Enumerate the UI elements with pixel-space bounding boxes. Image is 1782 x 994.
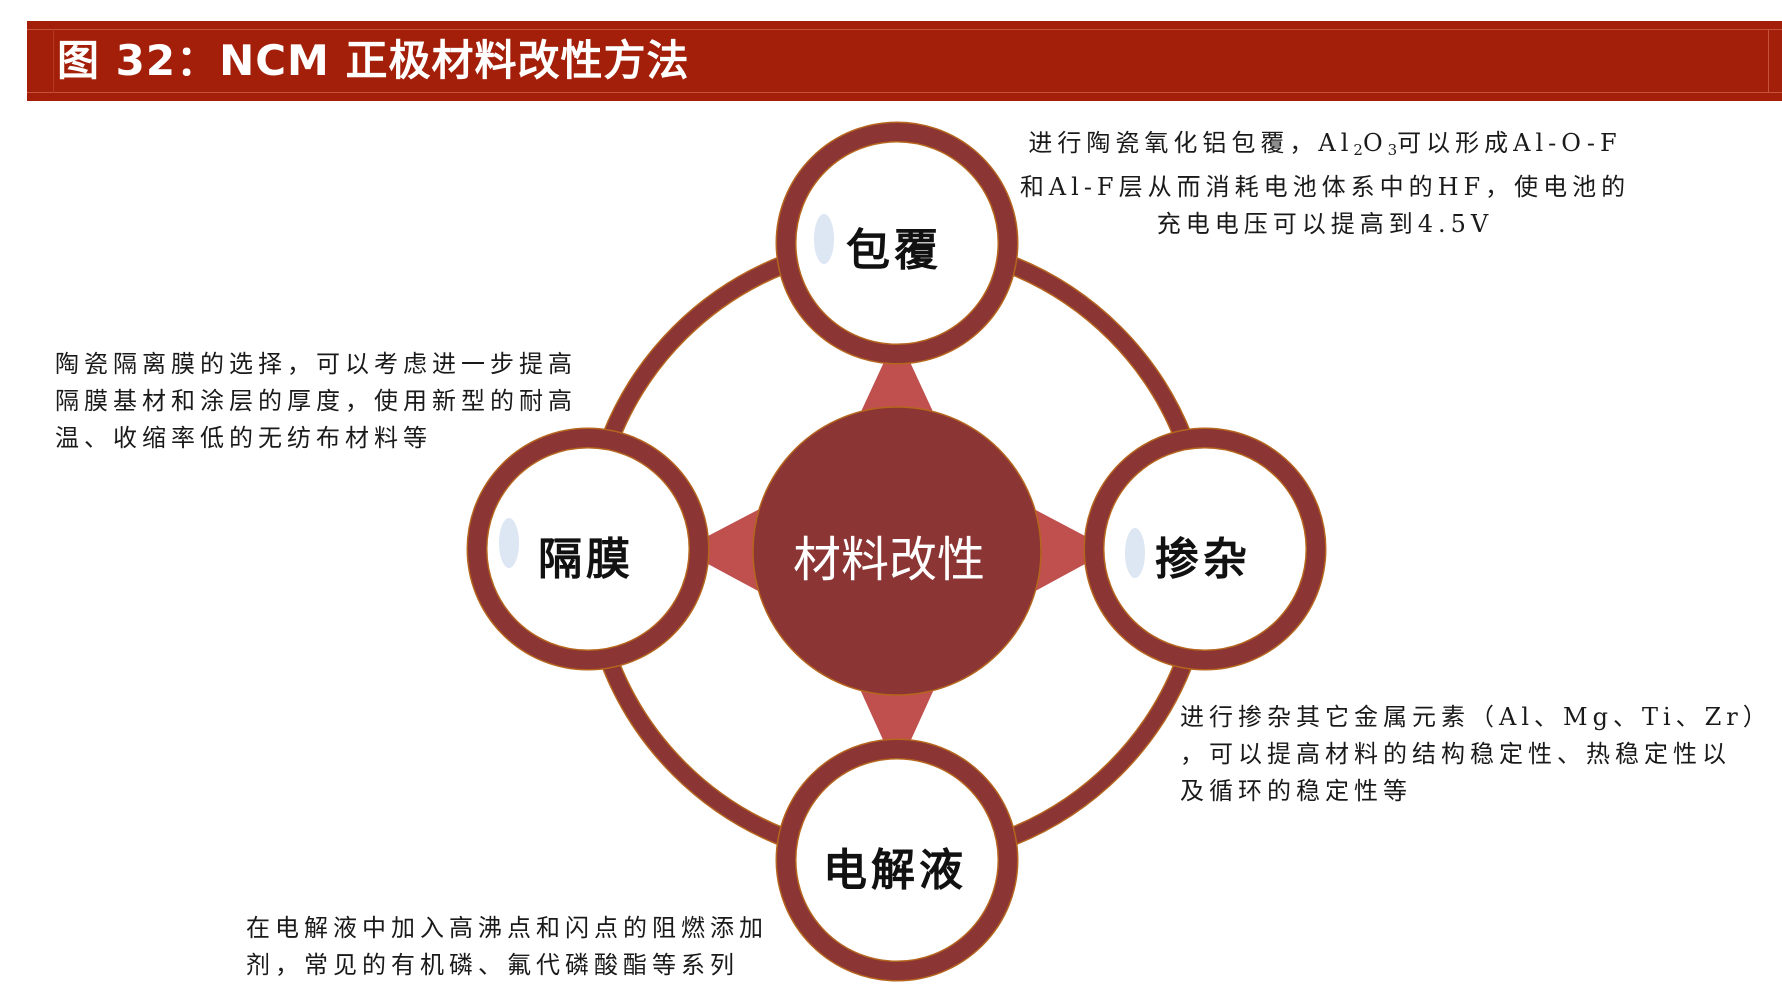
node-left-circle xyxy=(466,427,710,671)
note-doping-line-2: ，可以提高材料的结构稳定性、热稳定性以 xyxy=(1180,740,1731,768)
node-right-circle xyxy=(1083,427,1327,671)
banner-rule-left xyxy=(53,29,54,93)
node-bottom-label: 电解液 xyxy=(823,845,967,896)
note-coating-line-3: 充电电压可以提高到4.5V xyxy=(1156,210,1494,238)
note-coating-line-2: 和Al-F层从而消耗电池体系中的HF，使电池的 xyxy=(1019,173,1631,201)
figure-title: 图 32：NCM 正极材料改性方法 xyxy=(57,36,690,85)
node-top-label: 包覆 xyxy=(846,225,942,276)
highlight-ellipse xyxy=(814,214,834,264)
note-coating-line-1: 进行陶瓷氧化铝包覆，Al2O3可以形成Al-O-F xyxy=(1028,129,1622,159)
note-separator-line-2: 隔膜基材和涂层的厚度，使用新型的耐高 xyxy=(55,387,577,415)
note-electrolyte-line-2: 剂，常见的有机磷、氟代磷酸酯等系列 xyxy=(246,951,739,979)
banner-rule-right xyxy=(1768,29,1769,93)
node-top-circle xyxy=(775,121,1019,365)
note-electrolyte-line-1: 在电解液中加入高沸点和闪点的阻燃添加 xyxy=(246,914,768,942)
banner-rule-top xyxy=(27,29,1782,30)
note-separator: 陶瓷隔离膜的选择，可以考虑进一步提高 隔膜基材和涂层的厚度，使用新型的耐高 温、… xyxy=(55,346,577,457)
node-bottom-circle xyxy=(775,738,1019,982)
center-circle xyxy=(752,406,1042,696)
banner-rule-bottom xyxy=(27,92,1782,93)
note-doping: 进行掺杂其它金属元素（Al、Mg、Ti、Zr） ，可以提高材料的结构稳定性、热稳… xyxy=(1180,699,1772,810)
figure-title-banner: 图 32：NCM 正极材料改性方法 xyxy=(27,21,1782,101)
highlight-ellipse xyxy=(499,518,519,568)
note-doping-line-1: 进行掺杂其它金属元素（Al、Mg、Ti、Zr） xyxy=(1180,703,1772,731)
note-electrolyte: 在电解液中加入高沸点和闪点的阻燃添加 剂，常见的有机磷、氟代磷酸酯等系列 xyxy=(246,910,768,984)
node-left-label: 隔膜 xyxy=(538,534,634,585)
center-label: 材料改性 xyxy=(793,532,986,588)
node-right-label: 掺杂 xyxy=(1155,534,1251,585)
note-separator-line-1: 陶瓷隔离膜的选择，可以考虑进一步提高 xyxy=(55,350,577,378)
note-separator-line-3: 温、收缩率低的无纺布材料等 xyxy=(55,424,432,452)
note-coating: 进行陶瓷氧化铝包覆，Al2O3可以形成Al-O-F 和Al-F层从而消耗电池体系… xyxy=(1010,125,1640,243)
note-doping-line-3: 及循环的稳定性等 xyxy=(1180,777,1412,805)
highlight-ellipse xyxy=(1125,528,1145,578)
